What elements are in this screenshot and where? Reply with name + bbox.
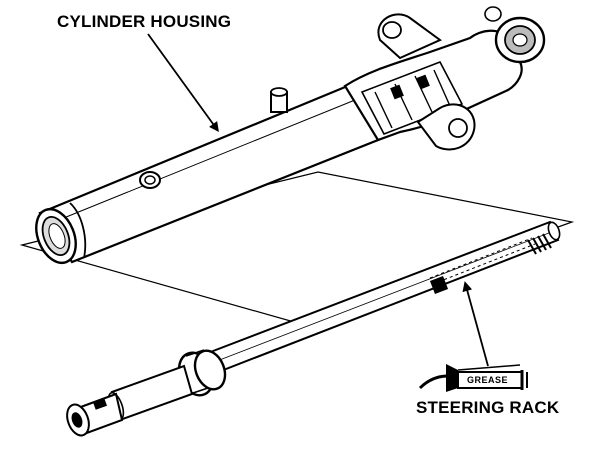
steering-rack-leader-arrow	[462, 281, 489, 367]
tube-breather-nipple	[270, 87, 288, 113]
tube-port-fitting	[139, 171, 161, 189]
steering-rack-label: STEERING RACK	[416, 398, 560, 417]
cylinder-housing-label: CYLINDER HOUSING	[57, 12, 232, 31]
gear-housing	[343, 6, 546, 151]
rack-shaft	[198, 220, 560, 378]
steering-rack	[66, 220, 561, 437]
rack-teeth	[429, 237, 536, 295]
cylinder-housing-leader-arrow	[147, 33, 219, 133]
grease-tube-icon	[418, 364, 528, 392]
grease-tube-label: GREASE	[467, 375, 509, 385]
cylinder-housing	[35, 6, 546, 265]
rack-end-spring	[527, 233, 552, 255]
